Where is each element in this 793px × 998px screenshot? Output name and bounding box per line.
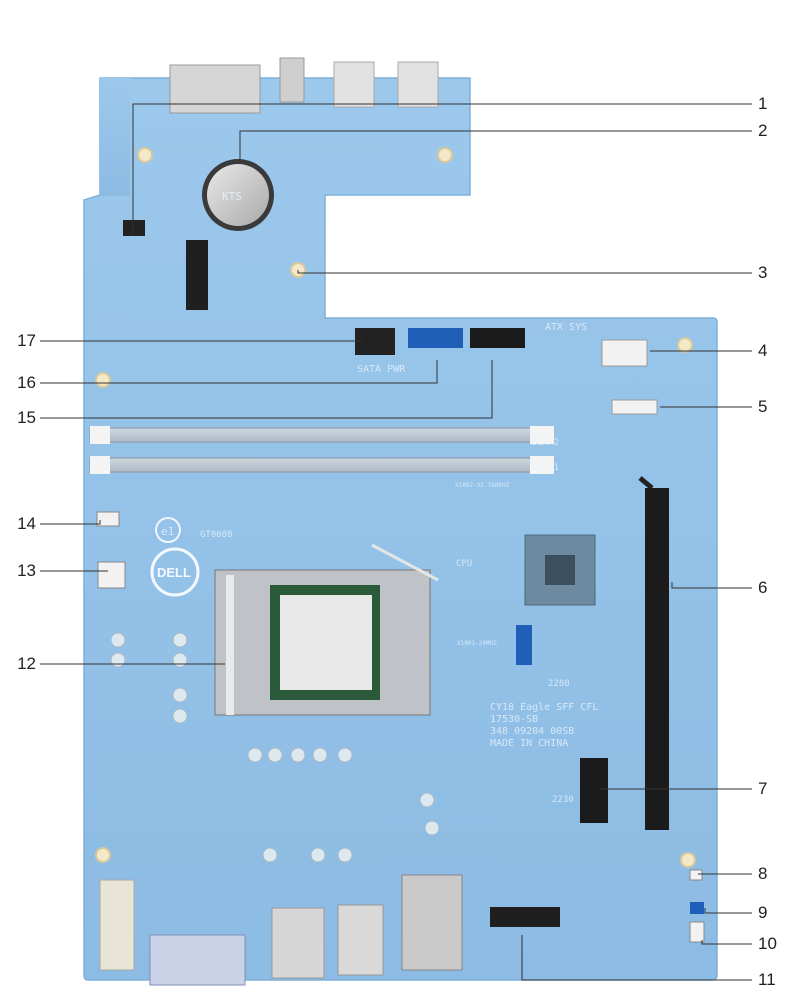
sata-connector-blue (408, 328, 463, 348)
silk-chip-line3: 348 09204 00SB (490, 726, 574, 737)
callout-number-16: 16 (17, 373, 36, 392)
silk-made-in: MADE IN CHINA (490, 738, 568, 749)
pcb-board (83, 77, 718, 981)
callout-number-1: 1 (758, 94, 768, 113)
header-8 (689, 869, 703, 881)
dimm-slots (89, 426, 554, 474)
silk-atx-sys: ATX SYS (545, 322, 587, 333)
leader-line-6 (671, 582, 752, 589)
leader-line-16 (40, 360, 438, 384)
leader-line-2 (239, 130, 752, 160)
atx-power-connector (601, 339, 648, 367)
silk-x1801: X1801-24MHZ (457, 640, 497, 647)
leader-line-10 (701, 940, 752, 945)
cpu-power-connector (97, 561, 126, 589)
leader-line-9 (704, 908, 752, 914)
pcb-tab (100, 78, 130, 196)
leader-line-15 (40, 360, 493, 419)
callout-number-13: 13 (17, 561, 36, 580)
callout-number-4: 4 (758, 341, 768, 360)
silk-chip-line2: 17530-SB (490, 714, 538, 725)
header-10 (689, 921, 705, 943)
leader-line-11 (521, 935, 752, 981)
callout-leader-lines (40, 103, 752, 981)
callout-number-15: 15 (17, 408, 36, 427)
dell-logo-text: DELL (157, 565, 191, 580)
m2-standoff (516, 625, 532, 665)
mounting-holes (95, 147, 696, 868)
callout-number-7: 7 (758, 779, 768, 798)
callout-number-6: 6 (758, 578, 768, 597)
cpu-socket (214, 543, 439, 716)
capacitors (110, 632, 440, 863)
jumper-9 (690, 902, 704, 914)
silk-2280: 2280 (548, 679, 570, 689)
dell-logo: e1 DELL (150, 517, 200, 597)
pcie-x1-slot (580, 758, 608, 823)
leader-line-3 (297, 270, 752, 274)
silk-cpu: CPU (456, 559, 472, 569)
silk-sata-pwr: SATA PWR (357, 364, 406, 375)
fan-header-small (123, 220, 145, 236)
chipset-die (545, 555, 575, 585)
silk-gt0608: GT0608 (200, 530, 233, 540)
callout-number-8: 8 (758, 864, 768, 883)
e1-mark: e1 (161, 525, 174, 538)
leader-line-1 (132, 103, 752, 235)
m2-ssd-slot (490, 907, 560, 927)
callout-number-11: 11 (758, 970, 776, 989)
rear-io (99, 57, 463, 986)
battery-text: KTS (222, 190, 242, 203)
silk-dimm2: DIMM2 (532, 438, 559, 448)
cpu-fan-connector (96, 511, 120, 527)
leader-line-14 (40, 520, 101, 525)
callout-number-3: 3 (758, 263, 768, 282)
sys-fan-connector (611, 399, 658, 415)
callout-number-10: 10 (758, 934, 777, 953)
silk-2230: 2230 (552, 795, 574, 805)
callout-number-5: 5 (758, 397, 768, 416)
callout-number-12: 12 (17, 654, 36, 673)
sata-connector-black (470, 328, 525, 348)
pcie-x16-slot (638, 476, 669, 830)
coin-cell-battery: KTS (202, 159, 274, 231)
callout-number-2: 2 (758, 121, 768, 140)
callout-number-14: 14 (17, 514, 36, 533)
m2-wlan-slot (186, 240, 208, 310)
silk-chip-label: CY18 Eagle SFF CFL (490, 702, 598, 713)
silk-dimm1: DIMM1 (532, 463, 559, 473)
silk-x1802: X1802-32.768KHZ (455, 482, 510, 489)
callout-number-9: 9 (758, 903, 768, 922)
callout-number-17: 17 (17, 331, 36, 350)
